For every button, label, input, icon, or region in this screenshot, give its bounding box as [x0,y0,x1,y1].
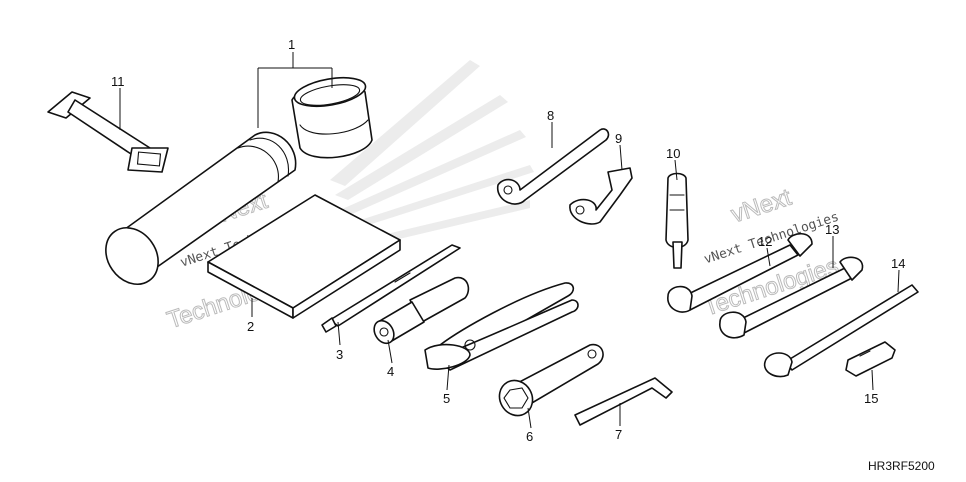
callout-3: 3 [336,347,343,362]
tool-strap [47,91,169,173]
callout-6: 6 [526,429,533,444]
callout-13: 13 [825,222,839,237]
callout-2: 2 [247,319,254,334]
hook-spanner [569,167,633,225]
watermark-small-right: vNext [728,184,795,229]
owners-manual [207,194,401,319]
callout-15: 15 [864,391,878,406]
tool-bag-tube [105,131,297,285]
callout-1: 1 [288,37,295,52]
callout-10: 10 [666,146,680,161]
spark-plug-wrench [498,343,604,417]
wing-logo-watermark [330,60,534,244]
screwdriver-handle [373,276,470,345]
callout-7: 7 [615,427,622,442]
callout-11: 11 [111,74,125,89]
open-end-wrench-13 [719,256,864,339]
tool-bag-cap [291,76,373,159]
screwdriver-shaft [321,244,461,333]
callout-12: 12 [758,234,772,249]
pliers [424,282,579,371]
open-end-wrench-12 [667,232,813,313]
callout-numbers: 1 2 3 4 5 6 7 8 9 10 11 12 13 14 15 [111,37,905,444]
callout-4: 4 [387,364,394,379]
callout-14: 14 [891,256,905,271]
leader-lines [119,52,900,429]
callout-5: 5 [443,391,450,406]
wrench-bar [763,284,919,378]
hex-key [574,377,673,426]
fuse-clip [845,341,896,377]
diagram-reference-code: HR3RF5200 [868,459,935,473]
pin-spanner [497,128,610,205]
spoke-screwdriver [665,172,689,269]
callout-8: 8 [547,108,554,123]
callout-9: 9 [615,131,622,146]
